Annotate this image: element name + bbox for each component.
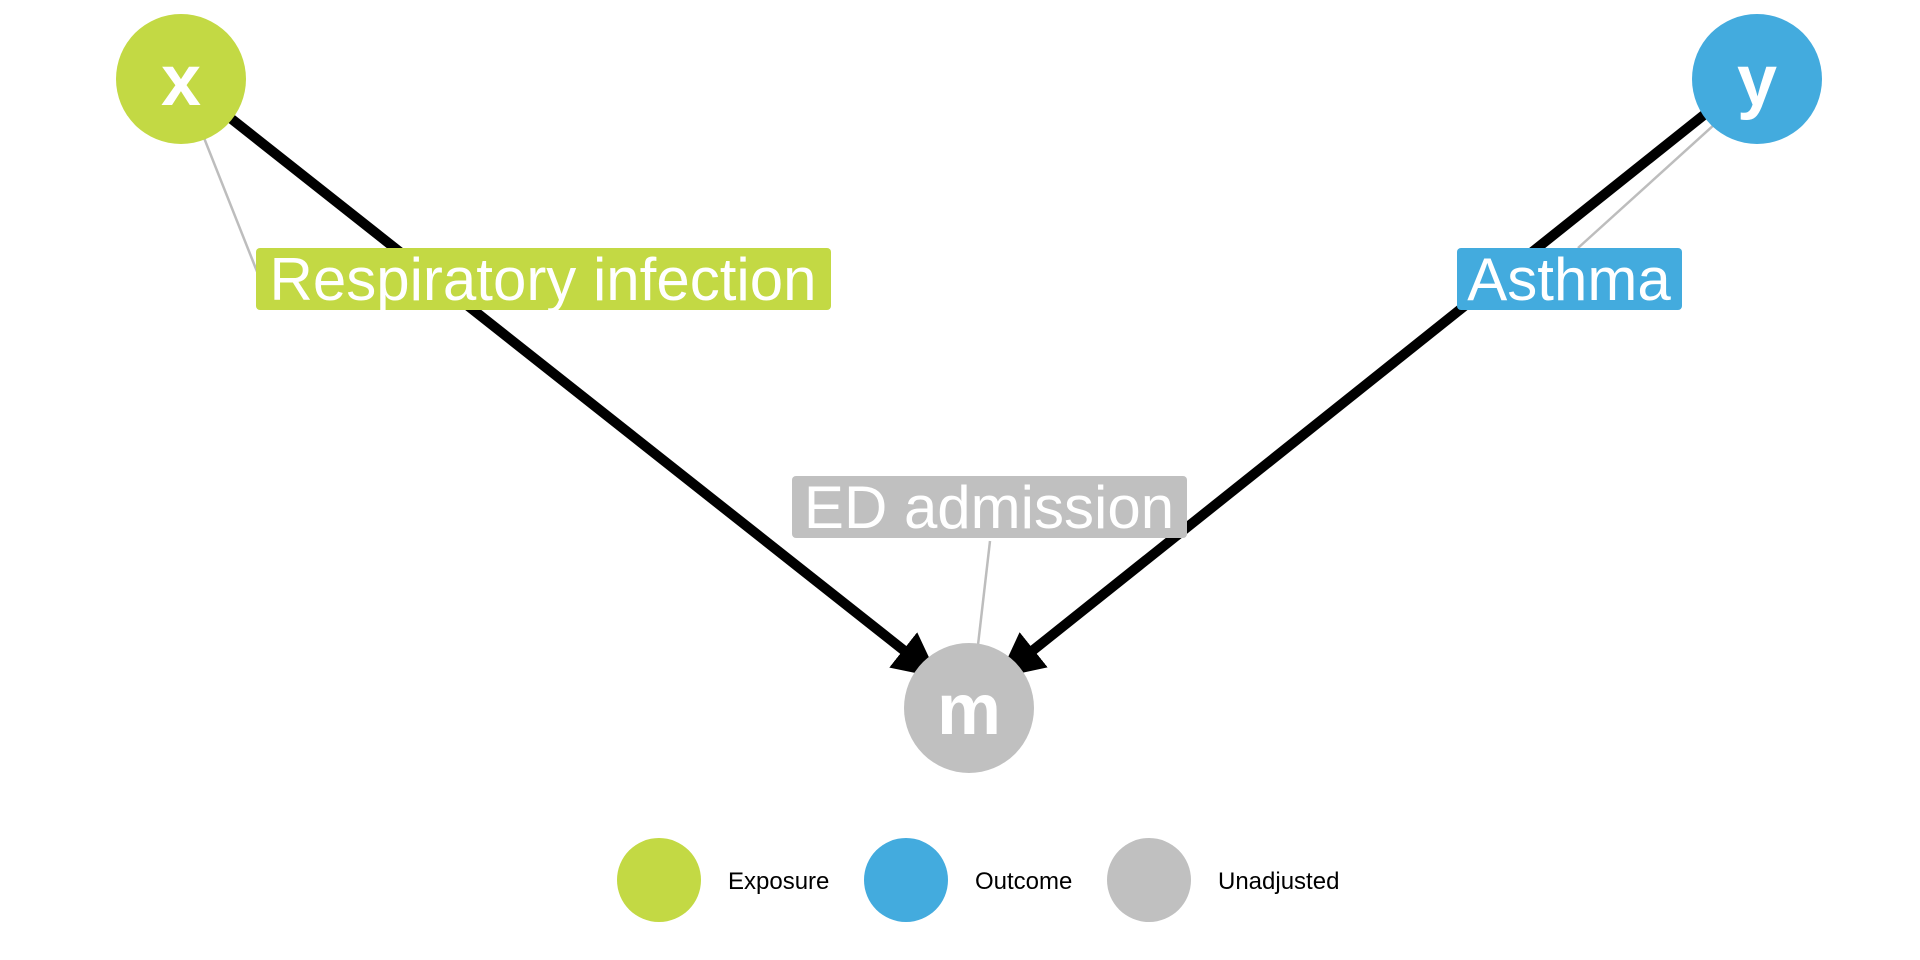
edge-y-to-m (998, 75, 1753, 679)
node-x-letter: x (161, 41, 201, 121)
legend-item-unadjusted: Unadjusted (1107, 838, 1339, 922)
label-x-box (256, 248, 831, 310)
label-y: Asthma (1457, 246, 1682, 313)
node-x: x (116, 14, 246, 144)
legend-item-outcome: Outcome (864, 838, 1072, 922)
label-m-box (792, 476, 1187, 538)
label-x-text: Respiratory infection (270, 246, 817, 313)
node-y-circle (1692, 14, 1822, 144)
legend-item-exposure: Exposure (617, 838, 829, 922)
label-m: ED admission (792, 474, 1187, 541)
legend-swatch-unadjusted (1107, 838, 1191, 922)
node-m: m (904, 643, 1034, 773)
leader-line-m (976, 540, 992, 646)
legend: Exposure Outcome Unadjusted (617, 838, 1339, 922)
label-x: Respiratory infection (256, 246, 831, 313)
node-m-circle (904, 643, 1034, 773)
legend-label-exposure: Exposure (728, 868, 829, 895)
legend-swatch-exposure (617, 838, 701, 922)
node-y: y (1692, 14, 1822, 144)
label-m-text: ED admission (804, 474, 1174, 541)
node-y-letter: y (1737, 41, 1777, 121)
node-x-circle (116, 14, 246, 144)
edge-x-to-m (177, 75, 939, 679)
legend-swatch-outcome (864, 838, 948, 922)
legend-label-outcome: Outcome (975, 868, 1072, 895)
label-y-text: Asthma (1467, 246, 1671, 313)
label-y-box (1457, 248, 1682, 310)
legend-label-unadjusted: Unadjusted (1218, 868, 1339, 895)
node-m-letter: m (937, 670, 1001, 750)
